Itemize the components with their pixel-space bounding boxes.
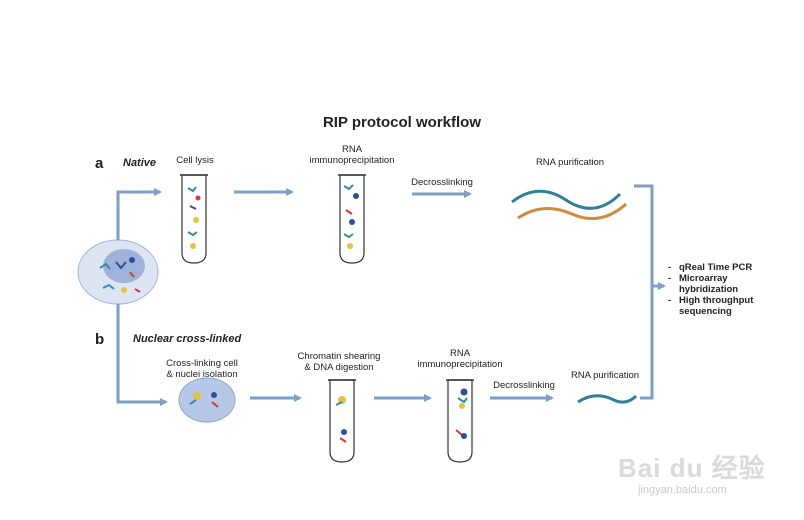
merge-bracket [634,184,654,400]
panel-a-letter: a [95,155,104,172]
step-purif-b-label: RNA purification [570,370,640,381]
step-cell-lysis-label: Cell lysis [176,155,214,166]
step-crosslink-label-2: & nuclei isolation [166,369,238,380]
output-item: Microarray hybridization [668,273,749,295]
panel-b-name: Nuclear cross-linked [133,333,242,345]
diagram-title: RIP protocol workflow [322,114,482,131]
nucleus-icon [178,377,236,423]
starting-cell-icon [77,239,159,305]
output-item: qReal Time PCR [668,262,759,273]
output-methods-list: qReal Time PCR Microarray hybridization … [668,262,759,317]
panel-a-name: Native [123,157,157,169]
step-shearing-label-1: Chromatin shearing [297,351,381,362]
step-crosslink-label-1: Cross-linking cell [166,358,238,369]
step-rip-a-label-1: RNA [341,144,363,155]
panel-b-letter: b [95,331,105,348]
rna-strands-a-icon [511,189,627,221]
watermark-url: jingyan.baidu.com [638,484,727,496]
branch-arrow-b [116,304,168,406]
watermark-logo: Bai du 经验 [618,453,766,483]
step-decross-a-label: Decrosslinking [411,177,473,188]
step-decross-b-label: Decrosslinking [493,380,555,391]
step-shearing-label-2: & DNA digestion [304,362,374,373]
step-rip-a-label-2: immunoprecipitation [309,155,395,166]
rna-strand-b-icon [577,394,638,404]
step-rip-b-label-1: RNA [449,348,471,359]
step-purif-a-label: RNA purification [535,157,605,168]
shearing-tube-icon [328,379,356,463]
branch-arrow-a [116,188,162,240]
step-rip-b-label-2: immunoprecipitation [417,359,503,370]
rip-tube-b-icon [446,379,474,463]
lysis-tube-icon [180,174,208,264]
rip-tube-a-icon [338,174,366,264]
output-item: High throughput sequencing [668,295,759,317]
